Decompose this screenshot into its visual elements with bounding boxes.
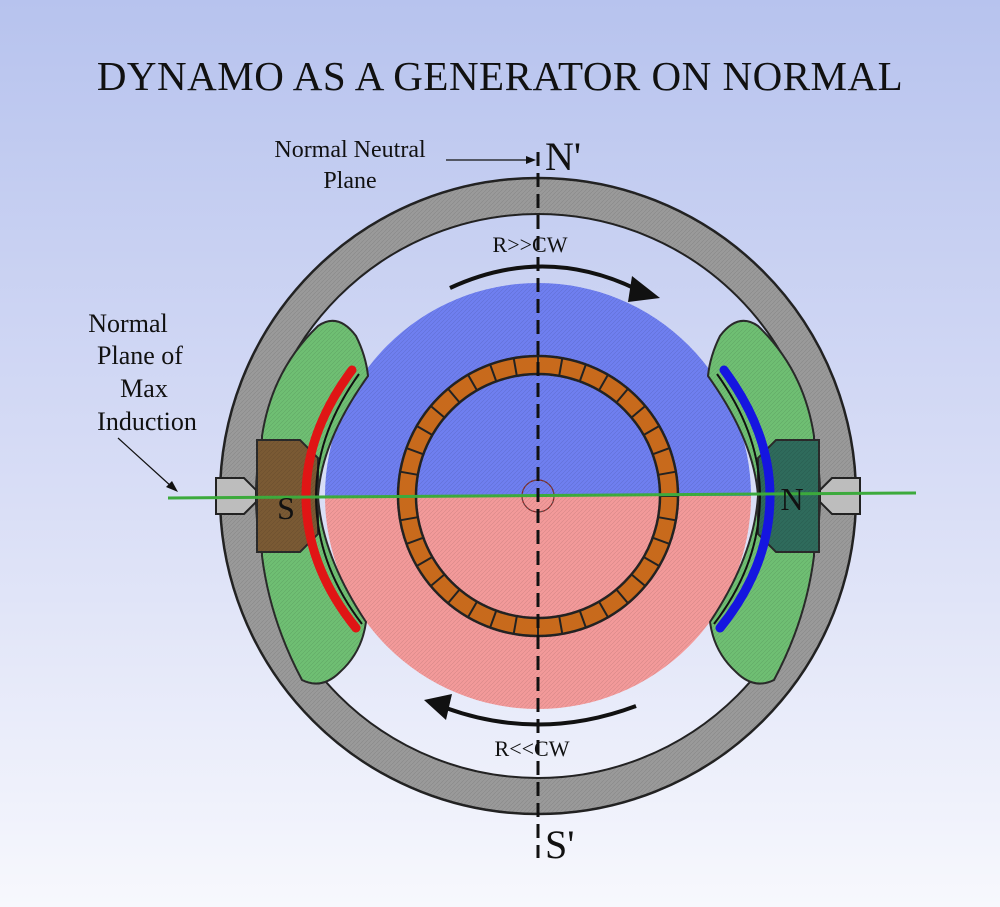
max-induction-label-line3: Max xyxy=(120,374,168,403)
commutator-segment xyxy=(657,470,677,476)
commutator-segment xyxy=(643,556,660,567)
commutator-segment xyxy=(598,601,609,618)
commutator-segment xyxy=(630,405,646,419)
south-field-pole xyxy=(256,319,370,685)
page-title: DYNAMO AS A GENERATOR ON NORMAL xyxy=(96,53,904,99)
commutator-segment xyxy=(467,601,478,618)
commutator-segment xyxy=(489,610,498,628)
commutator-segment xyxy=(558,615,564,635)
commutator-segment xyxy=(416,556,433,567)
commutator-segment xyxy=(598,374,609,391)
commutator-segment xyxy=(406,447,424,456)
max-induction-plane-line xyxy=(167,491,917,500)
max-induction-label-line1: Normal xyxy=(88,309,167,338)
rotation-arrow-bottom xyxy=(424,694,637,727)
commutator-segment xyxy=(467,374,478,391)
commutator-segment xyxy=(406,536,424,545)
commutator-segment xyxy=(652,536,670,545)
neutral-plane-leader xyxy=(446,156,536,164)
commutator-segment xyxy=(652,447,670,456)
rotation-label-bottom: R<<CW xyxy=(495,736,570,761)
commutator-segment xyxy=(430,405,446,419)
top-pole-marker: N' xyxy=(545,134,581,179)
commutator-segment xyxy=(489,364,498,382)
neutral-plane-label-line1: Normal Neutral xyxy=(274,137,426,163)
commutator-segment xyxy=(430,573,446,587)
commutator-segment xyxy=(630,573,646,587)
commutator-segment xyxy=(512,615,518,635)
commutator-segment xyxy=(558,357,564,377)
right-mount-lug xyxy=(819,477,861,515)
max-induction-leader xyxy=(117,437,178,492)
commutator-segment xyxy=(657,516,677,522)
commutator-segment xyxy=(615,388,629,404)
north-field-pole xyxy=(706,319,820,685)
south-pole-label: S xyxy=(277,490,295,526)
commutator-segment xyxy=(578,364,587,382)
north-pole-label: N xyxy=(780,481,803,517)
commutator-segment xyxy=(416,425,433,436)
rotation-label-top: R>>CW xyxy=(493,232,568,257)
commutator-segment xyxy=(399,516,419,522)
commutator-segment xyxy=(578,610,587,628)
commutator-segment xyxy=(643,425,660,436)
bottom-pole-marker: S' xyxy=(545,822,574,867)
commutator-segment xyxy=(447,388,461,404)
rotation-arrow-top xyxy=(449,264,660,302)
neutral-plane-label-line2: Plane xyxy=(323,168,376,194)
commutator-segment xyxy=(399,470,419,476)
commutator-segment xyxy=(512,357,518,377)
max-induction-label-line4: Induction xyxy=(97,407,197,436)
max-induction-label-line2: Plane of xyxy=(97,341,183,370)
commutator-segment xyxy=(447,588,461,604)
commutator-segment xyxy=(615,588,629,604)
